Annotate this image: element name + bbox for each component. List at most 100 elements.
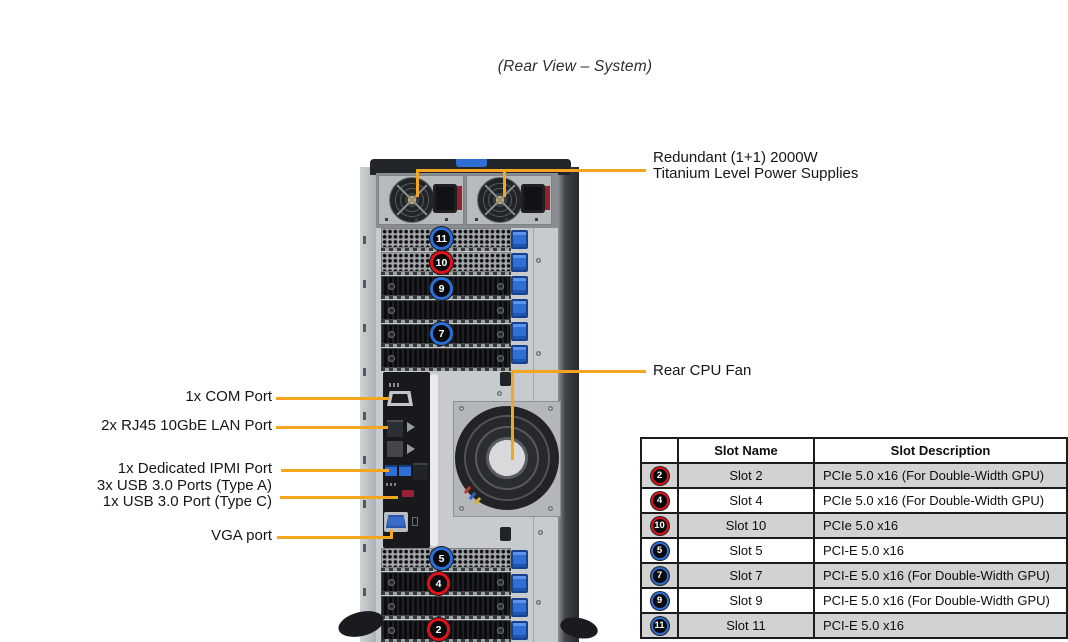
table-badge: 7 <box>650 566 669 585</box>
table-row: 5 Slot 5 PCI-E 5.0 x16 <box>640 537 1068 564</box>
table-badge: 2 <box>650 466 669 485</box>
com-callout-line <box>276 397 390 400</box>
slot-separator <box>381 368 511 371</box>
psu-callout-drop-2 <box>503 169 506 197</box>
lan1-arrow-icon <box>407 422 415 432</box>
usb-type-c-label: 1x USB 3.0 Port (Type C) <box>102 493 272 510</box>
slot-separator <box>381 320 511 323</box>
chassis-badge-2: 2 <box>427 618 450 641</box>
com-port-icon <box>389 383 401 387</box>
table-row: 9 Slot 9 PCI-E 5.0 x16 (For Double-Width… <box>640 587 1068 614</box>
psu-label-line1: Redundant (1+1) 2000W <box>653 149 818 166</box>
fan-screw <box>459 506 464 511</box>
slot-separator <box>381 568 511 571</box>
slot-clip <box>511 253 528 272</box>
table-badge: 4 <box>650 491 669 510</box>
ipmi-port-label: 1x Dedicated IPMI Port <box>117 460 272 477</box>
slot-separator <box>381 616 511 619</box>
table-badge: 9 <box>650 591 669 610</box>
slot-separator <box>381 344 511 347</box>
small-connector-top <box>500 372 511 386</box>
table-row: 10 Slot 10 PCIe 5.0 x16 <box>640 512 1068 539</box>
slot-separator <box>381 272 511 275</box>
vga-callout-line <box>277 536 393 539</box>
slot-separator <box>381 248 511 251</box>
screw <box>536 351 541 356</box>
top-handle-latch <box>456 159 487 167</box>
usb3-port-2 <box>399 465 411 476</box>
slot-clip <box>511 230 528 249</box>
chassis-badge-9: 9 <box>430 277 453 300</box>
slot8-cover <box>381 300 511 320</box>
lan-port-1 <box>387 420 403 437</box>
chassis-badge-10: 10 <box>430 251 453 274</box>
psu1-power-inlet <box>433 184 457 213</box>
lan-callout-line <box>276 426 388 429</box>
table-header-badge <box>640 437 679 464</box>
psu-label: Redundant (1+1) 2000W Titanium Level Pow… <box>653 150 858 182</box>
chassis-left-vent-dashes <box>363 200 366 630</box>
slot-description-cell: PCI-E 5.0 x16 (For Double-Width GPU) <box>813 562 1068 589</box>
slot-description-cell: PCI-E 5.0 x16 <box>813 537 1068 564</box>
slot-clip <box>511 550 528 569</box>
psu2-fan-grille <box>477 177 523 223</box>
fan-screw <box>548 406 553 411</box>
fan-screw <box>548 506 553 511</box>
ipmi-lan-port <box>413 463 428 480</box>
slot-clip <box>511 621 528 640</box>
slot-clip <box>511 574 528 593</box>
page-title: (Rear View – System) <box>497 58 653 75</box>
psu-callout-drop-1 <box>416 169 419 197</box>
chassis-badge-5: 5 <box>430 547 453 570</box>
table-badge: 5 <box>650 541 669 560</box>
psu-callout-line <box>417 169 646 172</box>
table-header-slot-name: Slot Name <box>677 437 815 464</box>
table-row: 7 Slot 7 PCI-E 5.0 x16 (For Double-Width… <box>640 562 1068 589</box>
table-row: 4 Slot 4 PCIe 5.0 x16 (For Double-Width … <box>640 487 1068 514</box>
com-port-label: 1x COM Port <box>185 388 272 405</box>
slot-name-cell: Slot 5 <box>677 537 815 564</box>
chassis-badge-7: 7 <box>430 322 453 345</box>
slot-name-cell: Slot 10 <box>677 512 815 539</box>
vga-icon <box>412 517 418 526</box>
chassis-badge-11: 11 <box>430 227 453 250</box>
usb-callout-line <box>280 496 398 499</box>
slot-name-cell: Slot 4 <box>677 487 815 514</box>
psu-bottom-screws <box>385 218 555 221</box>
slot-clip <box>511 345 528 364</box>
slot-name-cell: Slot 9 <box>677 587 815 614</box>
psu1-fan-grille <box>389 177 435 223</box>
vga-port <box>386 515 406 528</box>
slot-clip <box>511 322 528 341</box>
table-header-slot-description: Slot Description <box>813 437 1068 464</box>
slot-table-header-row: Slot Name Slot Description <box>640 437 1068 464</box>
usb3-port-1 <box>385 465 397 476</box>
vga-port-label: VGA port <box>211 527 272 544</box>
slot-clip <box>511 276 528 295</box>
screw <box>538 530 543 535</box>
slot-clip <box>511 598 528 617</box>
slot-name-cell: Slot 2 <box>677 462 815 489</box>
slot-name-cell: Slot 7 <box>677 562 815 589</box>
fan-callout-line <box>511 370 646 373</box>
usb-type-c-port <box>402 490 414 497</box>
slot3-cover <box>381 596 511 616</box>
table-badge: 11 <box>650 616 669 635</box>
chassis-right-side <box>558 167 579 642</box>
slot-separator <box>381 592 511 595</box>
slot-description-cell: PCI-E 5.0 x16 <box>813 612 1068 639</box>
chassis-badge-4: 4 <box>427 572 450 595</box>
rear-cpu-fan-label: Rear CPU Fan <box>653 362 752 379</box>
ipmi-callout-line <box>281 469 389 472</box>
lan2-arrow-icon <box>407 444 415 454</box>
psu2-latch <box>545 186 550 210</box>
slot-description-cell: PCI-E 5.0 x16 (For Double-Width GPU) <box>813 587 1068 614</box>
fan-callout-drop <box>511 370 514 460</box>
psu-label-line2: Titanium Level Power Supplies <box>653 165 859 182</box>
com-port-inner <box>391 394 409 403</box>
io-panel-edge-strip <box>430 374 438 546</box>
fan-screw <box>459 406 464 411</box>
slot-name-cell: Slot 11 <box>677 612 815 639</box>
table-row: 11 Slot 11 PCI-E 5.0 x16 <box>640 612 1068 639</box>
